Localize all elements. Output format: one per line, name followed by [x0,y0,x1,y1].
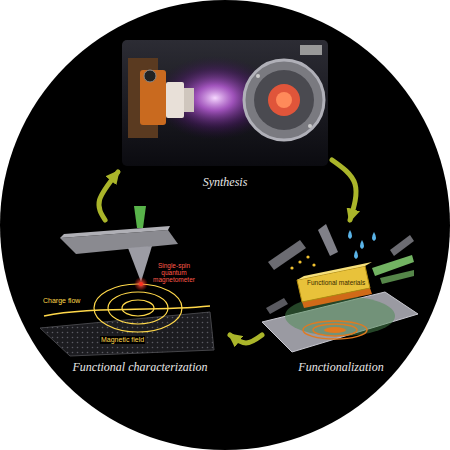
characterization-illustration-part [128,246,152,282]
characterization-illustration-part [40,312,214,356]
functionalization-illustration-part [380,270,414,284]
functionalization-illustration-part [313,324,357,336]
functionalization-illustration-part [312,263,315,266]
functionalization-illustration-part [390,235,414,256]
functionalization-illustration-part [306,255,309,258]
characterization-illustration-part [94,284,182,332]
synthesis-photo-part [140,70,166,125]
magnetometer-label: Single-spin quantum magnetometer [150,262,198,283]
cycle-arrow [99,172,118,220]
stage-caption: Synthesis [200,174,251,190]
synthesis-photo-part [244,60,324,140]
functionalization-illustration-part [262,292,418,352]
synthesis-photo-part [254,70,314,130]
functionalization-illustration [262,224,418,352]
functionalization-illustration-part [298,260,301,263]
stage-caption: Functional characterization [70,359,211,375]
functionalization-illustration-part [372,232,376,241]
synthesis-photo-part [300,45,322,55]
characterization-illustration-part [108,292,168,324]
synthesis-photo-part [184,88,194,112]
characterization-illustration-part [60,226,170,238]
synthesis-photo-part [276,92,292,108]
characterization-illustration-part [44,306,210,316]
characterization-illustration-part [122,300,154,316]
synthesis-photo-part [256,74,260,78]
functionalization-illustration-part [360,240,364,249]
stage-caption: Functionalization [295,359,386,375]
synthesis-photo-part [166,82,184,118]
synthesis-photo-part [268,84,300,116]
functionalization-illustration-part [303,321,367,339]
functionalization-illustration-part [266,298,288,314]
characterization-illustration-part [139,282,143,286]
functionalization-illustration-part [354,250,358,259]
cycle-arrow [332,160,356,220]
characterization-illustration-part [134,277,148,291]
functionalization-panel: Functionalization [262,220,420,375]
synthesis-photo-part [122,40,328,166]
functionalization-illustration-part [290,266,293,269]
charge-label: Charge flow [42,297,81,305]
cycle-arrow [230,335,262,343]
functionalization-illustration-part [348,230,352,239]
synthesis-photo-part [308,124,312,128]
functionalization-illustration-part [268,240,306,270]
functionalization-illustration-part [324,327,346,333]
functionalization-illustration-part [318,224,338,256]
field-label: Magnetic field [100,336,145,344]
characterization-illustration-part [40,312,214,356]
characterization-illustration-part [134,206,146,228]
characterization-illustration [40,206,214,356]
synthesis-photo-part [144,70,156,82]
block-label: Functional materials [306,279,366,286]
functionalization-illustration-part [297,262,372,280]
synthesis-panel: Synthesis [118,36,332,190]
synthesis-photo [122,40,328,166]
